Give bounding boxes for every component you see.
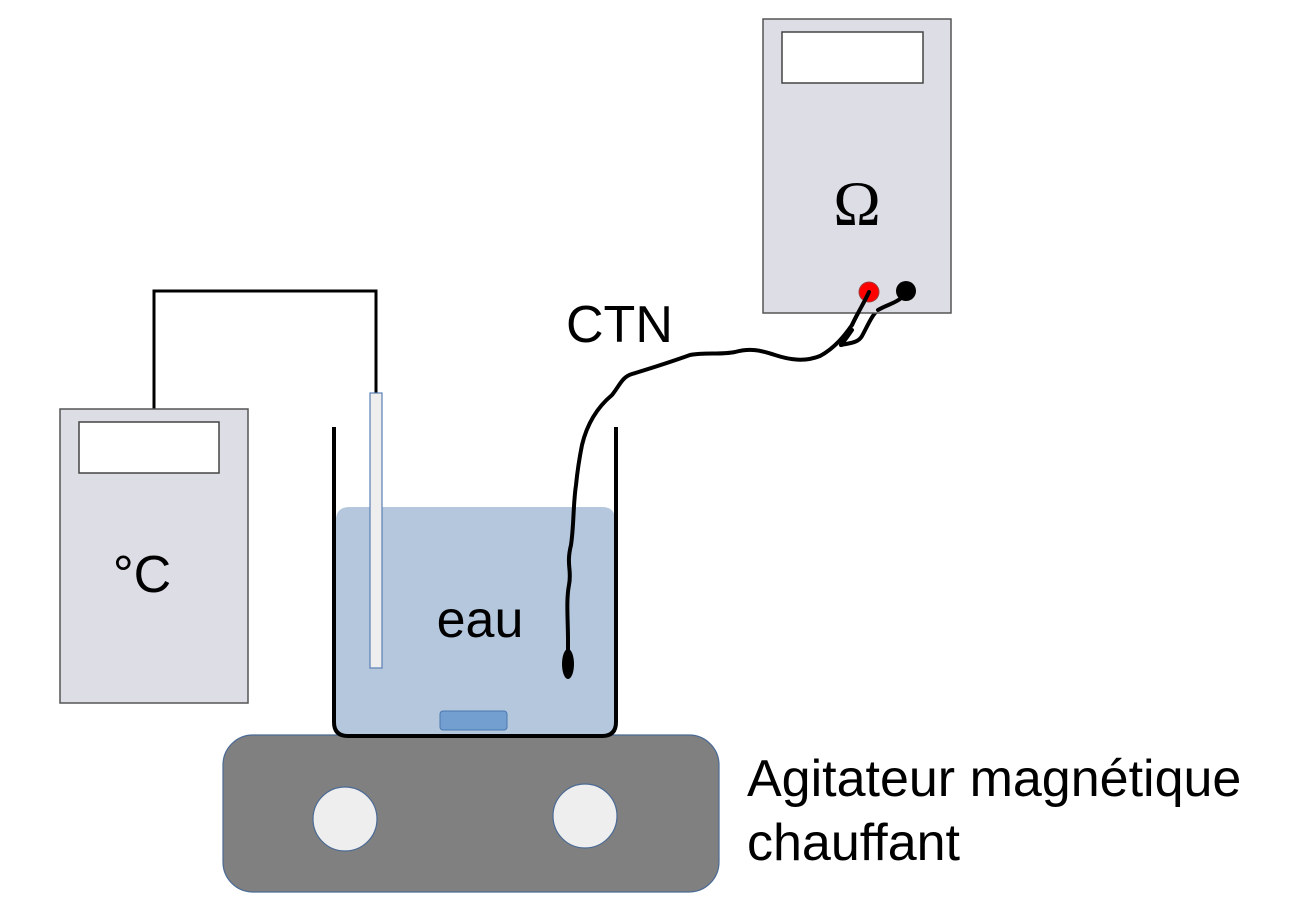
stirrer-label-line1: Agitateur magnétique: [747, 750, 1241, 808]
ohmmeter-display: [781, 31, 924, 84]
stirrer-body: [222, 734, 720, 893]
stirrer-label-line2: chauffant: [747, 814, 961, 872]
ctn-wire-join: [839, 328, 854, 347]
water-label: eau: [437, 591, 524, 649]
stirrer-knob-left: [312, 786, 378, 852]
ctn-wire-red-end: [850, 290, 871, 327]
water: [336, 507, 615, 735]
thermometer-wire: [152, 289, 378, 410]
stir-bar: [439, 710, 508, 731]
ctn-wire: [565, 290, 871, 670]
beaker: [332, 427, 618, 738]
ohmmeter: Ω: [762, 18, 952, 314]
stirrer-knob-right: [552, 783, 618, 849]
temperature-probe: [369, 392, 383, 669]
thermometer-unit-label: °C: [113, 546, 171, 604]
thermometer-meter: °C: [59, 408, 249, 704]
magnetic-stirrer: [222, 734, 720, 893]
thermometer-display: [78, 421, 220, 474]
ctn-wire-black-end: [876, 292, 907, 312]
ohm-unit-label: Ω: [833, 168, 881, 239]
ctn-label: CTN: [566, 296, 673, 354]
ctn-thermistor-tip: [562, 649, 574, 679]
